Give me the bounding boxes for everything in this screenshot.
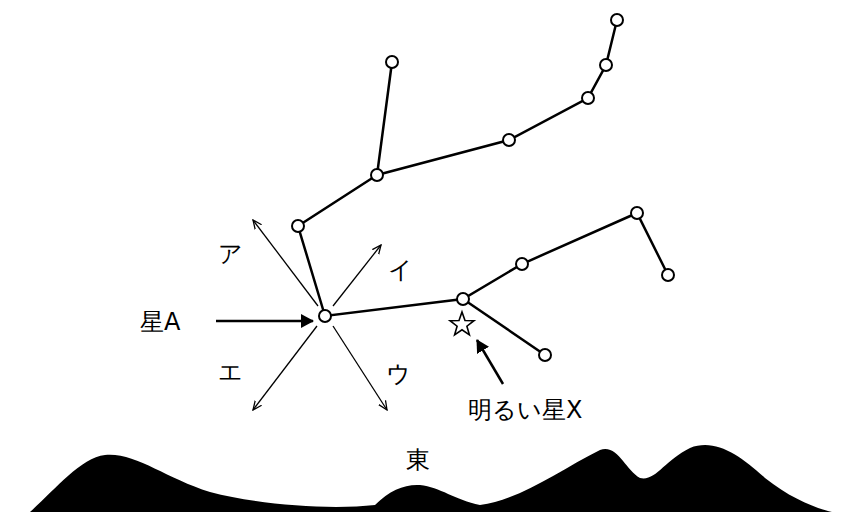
direction-label: ウ (386, 362, 411, 386)
star-label: 明るい星X (468, 398, 582, 422)
direction-label: イ (388, 258, 413, 282)
direction-label: 東 (406, 448, 430, 472)
bright-star-symbol (450, 312, 474, 335)
direction-label: ア (218, 242, 243, 266)
constellation-lines (298, 20, 668, 355)
leader-arrows (216, 321, 503, 384)
star-dots (292, 14, 674, 361)
direction-label: エ (218, 360, 243, 384)
mountain-silhouette (30, 445, 832, 512)
direction-arrows (253, 220, 387, 410)
star-label: 星A (140, 310, 180, 334)
